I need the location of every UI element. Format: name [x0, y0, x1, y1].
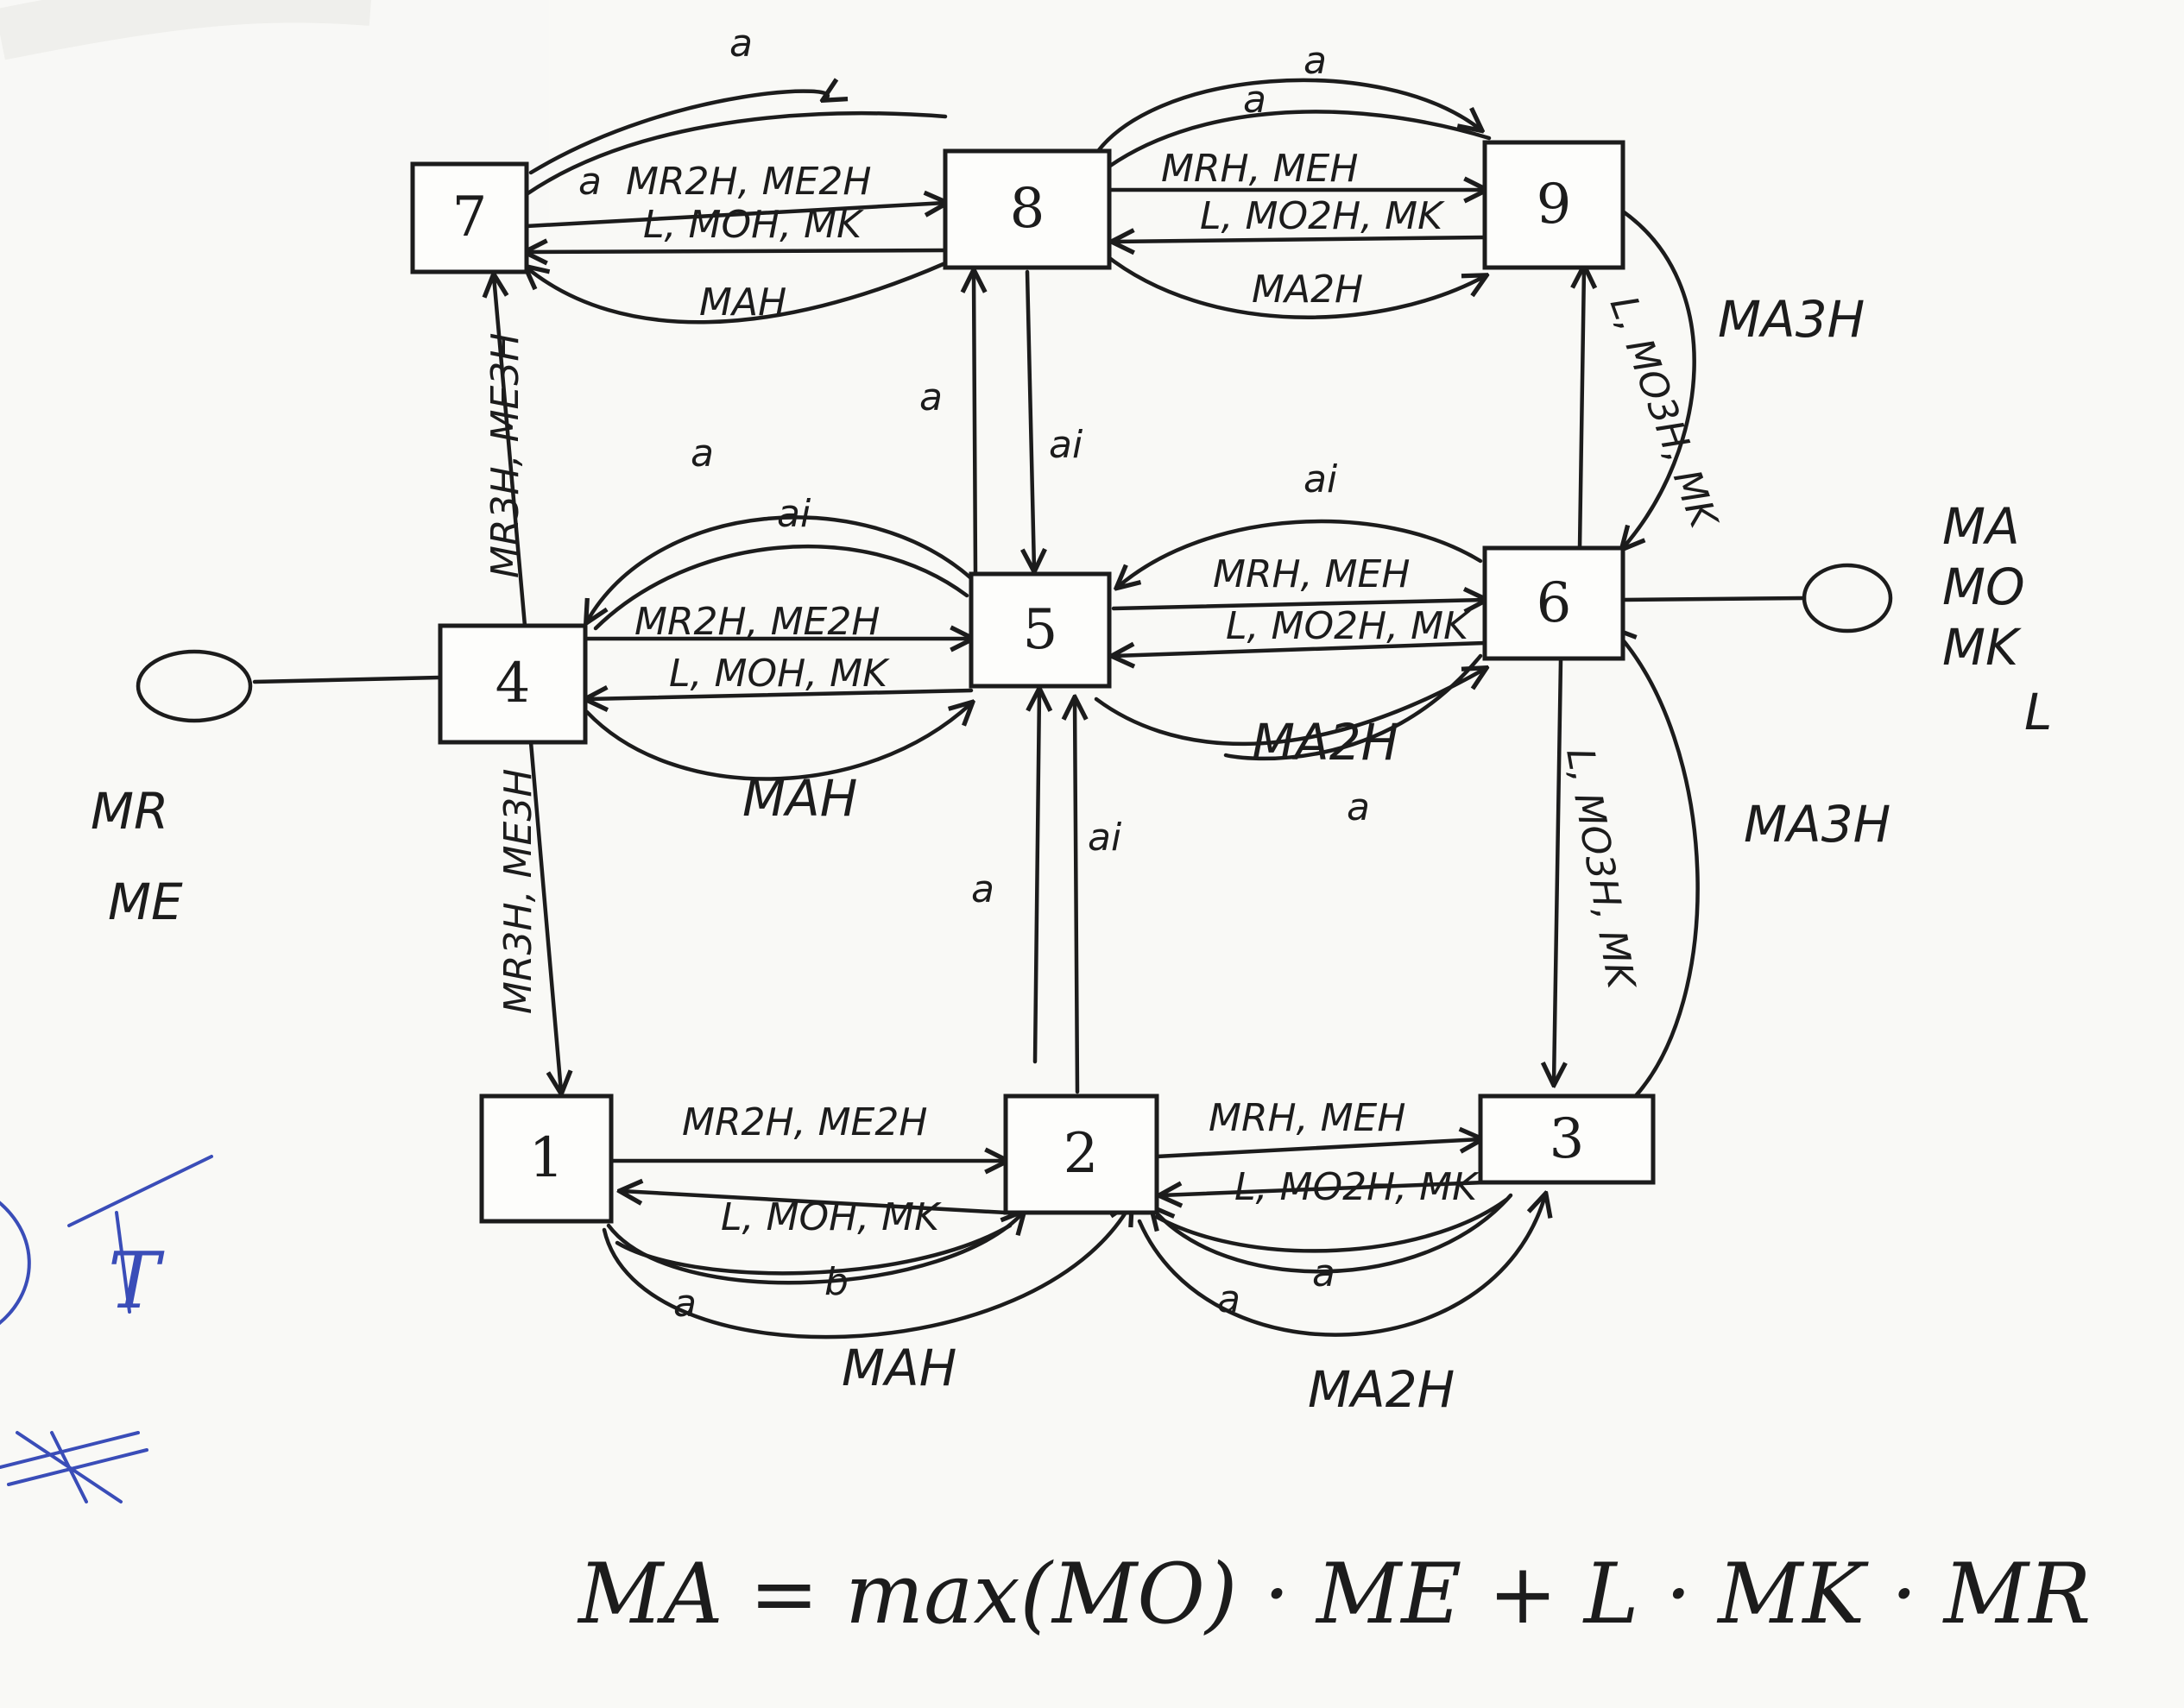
- svg-text:7: 7: [452, 186, 488, 249]
- edge-5-6-back-label: L, MO2H, MK: [1226, 604, 1471, 648]
- edge-4-5-bottom-label: MAH: [742, 769, 857, 828]
- node-3: 3: [1478, 1093, 1656, 1185]
- edge-4-5-ai-label: ai: [777, 492, 811, 536]
- edge-5-2-a-label: a: [971, 867, 994, 911]
- edge-8-5-a-label: a: [919, 375, 943, 419]
- svg-text:1: 1: [529, 1126, 565, 1190]
- edge-4-5: a ai MR2H, ME2H L, MOH, MK MAH: [587, 432, 971, 828]
- svg-text:3: 3: [1550, 1107, 1585, 1171]
- edge-4-7-label: MR3H, ME3H: [483, 333, 527, 578]
- svg-text:2: 2: [1064, 1122, 1099, 1186]
- edge-5-6-forward-label: MRH, MEH: [1213, 552, 1410, 596]
- node-2: 2: [1003, 1093, 1159, 1215]
- right-label-mk: MK: [1942, 618, 2022, 677]
- svg-text:9: 9: [1537, 173, 1572, 236]
- edge-4-5-back-label: L, MOH, MK: [669, 652, 890, 696]
- edge-7-8-small-a-label: a: [578, 160, 602, 204]
- node-9: 9: [1482, 140, 1625, 270]
- edge-1-2-bottom-label: MAH: [842, 1339, 956, 1397]
- edge-7-8-back-label: L, MOH, MK: [643, 203, 864, 247]
- svg-text:5: 5: [1023, 598, 1058, 662]
- edge-1-2-b-label: b: [824, 1260, 849, 1304]
- edge-8-5-ai-label: ai: [1049, 423, 1083, 467]
- edge-1-2-a-label: a: [673, 1282, 697, 1326]
- edge-4-1-label: MR3H, ME3H: [496, 769, 540, 1014]
- node-5: 5: [969, 571, 1112, 689]
- edge-5-6-a-label: a: [1347, 785, 1370, 829]
- edge-2-3-a-label: a: [1312, 1251, 1335, 1295]
- right-label-ma: MA: [1942, 497, 2020, 556]
- node-6: 6: [1482, 545, 1625, 661]
- edge-9-right-label: MA3H: [1718, 290, 1865, 349]
- edge-5-2-ai-label: ai: [1088, 816, 1122, 860]
- edge-8-9-forward-label: MRH, MEH: [1161, 147, 1358, 191]
- edge-8-9-small-a-label: a: [1243, 78, 1266, 122]
- edge-1-2-back-label: L, MOH, MK: [721, 1195, 942, 1239]
- edge-8-9: a a MRH, MEH L, MO2H, MK MA2H: [1089, 39, 1489, 319]
- edge-1-2-forward-label: MR2H, ME2H: [682, 1100, 927, 1144]
- svg-text:8: 8: [1010, 177, 1045, 241]
- svg-text:4: 4: [496, 652, 531, 715]
- edge-7-8-bottom-label: MAH: [699, 280, 786, 325]
- edge-4-7: MR3H, ME3H: [483, 276, 527, 628]
- edge-4-1: MR3H, ME3H: [496, 740, 561, 1092]
- edge-4-5-a-label: a: [691, 432, 714, 476]
- edge-7-8: a a MR2H, ME2H L, MOH, MK MAH: [527, 22, 945, 325]
- svg-text:6: 6: [1537, 571, 1572, 635]
- margin-note: T: [108, 1236, 165, 1327]
- edge-5-6: ai MRH, MEH L, MO2H, MK MA2H a: [1094, 457, 1485, 829]
- edge-2-3-bottom-label: MA2H: [1308, 1360, 1455, 1419]
- edge-5-2: a ai: [971, 690, 1122, 1094]
- edge-2-3-forward-label: MRH, MEH: [1209, 1096, 1405, 1140]
- right-label-mo: MO: [1942, 558, 2025, 616]
- node-8: 8: [943, 148, 1112, 270]
- node-1: 1: [479, 1093, 614, 1224]
- node-7: 7: [410, 161, 529, 274]
- edge-8-9-back-label: L, MO2H, MK: [1200, 194, 1445, 238]
- external-input-right: MA MO MK L: [1620, 497, 2052, 741]
- left-label-me: ME: [108, 873, 183, 931]
- edge-3-right-label: MA3H: [1744, 795, 1890, 854]
- left-label-mr: MR: [91, 782, 168, 841]
- edge-5-6-ai-label: ai: [1303, 457, 1338, 501]
- edge-7-8-forward-label: MR2H, ME2H: [626, 160, 871, 204]
- margin-blue-marks: T: [0, 1155, 213, 1503]
- edge-2-3-small-a-label: a: [1217, 1277, 1240, 1321]
- edge-2-3-back-label: L, MO2H, MK: [1234, 1165, 1480, 1209]
- right-label-l: L: [2024, 683, 2052, 741]
- edge-2-3: MRH, MEH L, MO2H, MK a a MA2H: [1137, 1096, 1545, 1419]
- ma-formula: MA = max(MO) · ME + L · MK · MR: [577, 1546, 2091, 1642]
- edge-8-5: a ai: [919, 272, 1083, 577]
- node-4: 4: [438, 623, 588, 745]
- edge-1-2: MR2H, ME2H L, MOH, MK b a MAH: [602, 1100, 1131, 1397]
- edge-5-6-bottom-label: MA2H: [1252, 713, 1398, 772]
- external-input-left: MR ME: [91, 649, 443, 931]
- edge-7-8-top-label: a: [729, 22, 753, 66]
- edge-8-9-bottom-label: MA2H: [1252, 268, 1363, 312]
- edge-4-5-forward-label: MR2H, ME2H: [634, 600, 880, 644]
- edge-8-9-top-label: a: [1303, 39, 1327, 83]
